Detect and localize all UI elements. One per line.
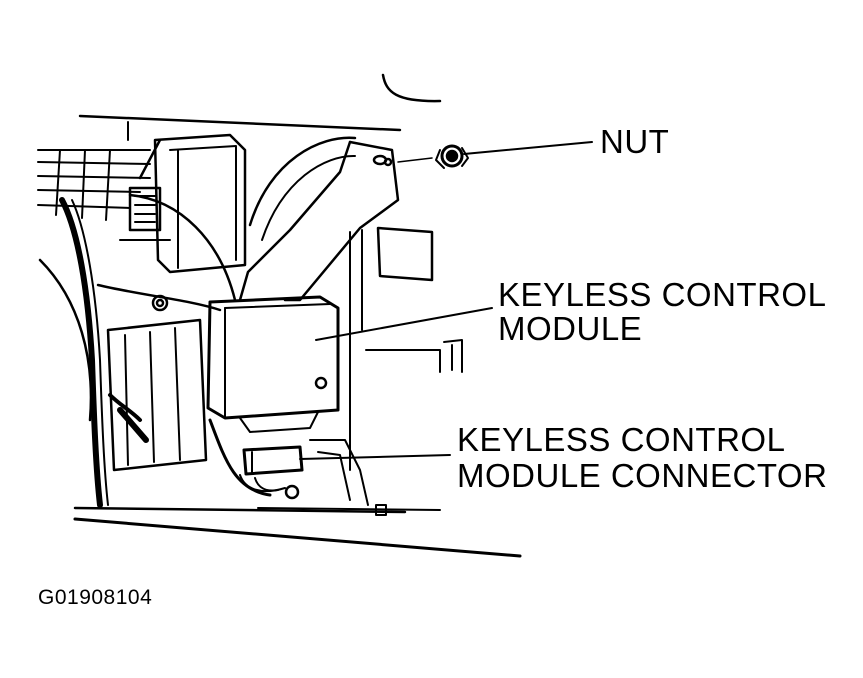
module-connector [208, 418, 387, 516]
left-vent-louvers [37, 149, 151, 221]
module-label-line2: MODULE [498, 310, 642, 347]
nut [435, 144, 469, 169]
connector-label-line1: KEYLESS CONTROL [457, 421, 785, 458]
vehicle-interior-illustration [37, 73, 593, 558]
mounting-bracket [238, 140, 433, 471]
connector-label-line2: MODULE CONNECTOR [457, 457, 827, 494]
blower-motor [106, 294, 208, 472]
keyless-control-module [206, 295, 340, 433]
figure-id: G01908104 [38, 586, 152, 609]
nut-label: NUT [600, 123, 669, 160]
nut-leader-line [463, 141, 593, 155]
upper-relay-block [119, 133, 247, 274]
module-leader-line [315, 307, 493, 341]
connector-leader-line [299, 454, 451, 460]
module-label-line1: KEYLESS CONTROL [498, 276, 826, 313]
